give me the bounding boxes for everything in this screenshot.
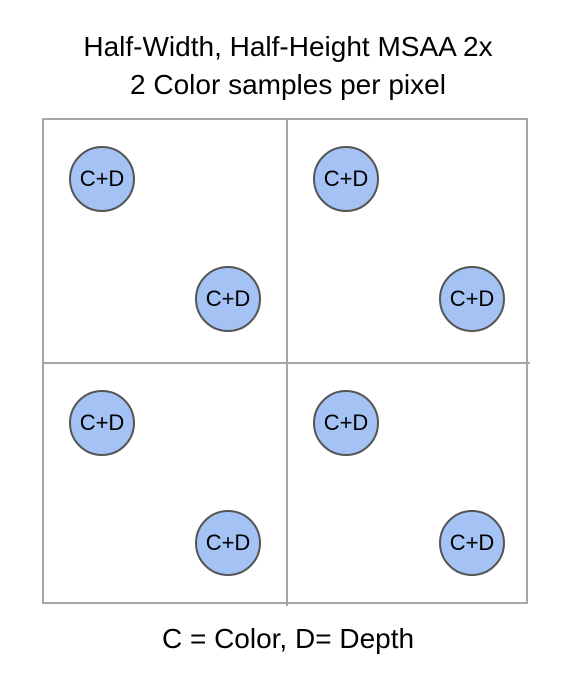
- sample-point: C+D: [439, 266, 505, 332]
- sample-point: C+D: [313, 390, 379, 456]
- pixel-cell-bottom-left: C+D C+D: [44, 363, 287, 606]
- diagram-title: Half-Width, Half-Height MSAA 2x: [83, 31, 493, 62]
- legend-caption: C = Color, D= Depth: [161, 623, 415, 654]
- sample-point: C+D: [313, 146, 379, 212]
- sample-point: C+D: [439, 510, 505, 576]
- pixel-cell-top-left: C+D C+D: [44, 120, 287, 363]
- pixel-grid: C+D C+D C+D C+D C+D C+D C+D C+D: [42, 118, 530, 606]
- sample-point: C+D: [195, 510, 261, 576]
- sample-point: C+D: [69, 146, 135, 212]
- diagram-subtitle: 2 Color samples per pixel: [130, 69, 446, 100]
- pixel-cell-bottom-right: C+D C+D: [287, 363, 530, 606]
- sample-point: C+D: [69, 390, 135, 456]
- sample-point: C+D: [195, 266, 261, 332]
- pixel-cell-top-right: C+D C+D: [287, 120, 530, 363]
